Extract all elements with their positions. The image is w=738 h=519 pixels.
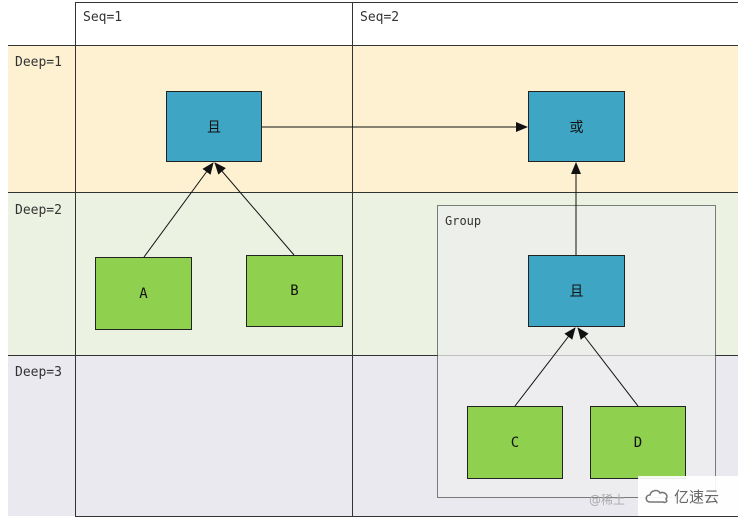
row-header-deep3: Deep=3	[15, 365, 62, 380]
and-node-top: 且	[166, 91, 262, 162]
grid-row2-line	[8, 355, 738, 356]
node-c: C	[467, 406, 563, 479]
arrow-b-to-and	[214, 162, 295, 256]
watermark-left: @稀土	[589, 493, 626, 507]
group-label: Group	[445, 214, 482, 228]
watermark-right: 亿速云	[638, 476, 738, 516]
and-node-group: 且	[528, 255, 625, 327]
grid-col-seq-line	[352, 2, 353, 517]
node-d: D	[590, 406, 686, 479]
column-header-seq2: Seq=2	[360, 10, 400, 25]
grid-col-label-line	[75, 2, 76, 517]
grid-row1-line	[8, 192, 738, 193]
grid-header-line	[8, 45, 738, 46]
grid-top-line	[75, 2, 738, 3]
node-b: B	[246, 255, 343, 327]
arrow-c-to-group-and	[514, 327, 576, 407]
grid-bottom-line	[75, 516, 738, 517]
watermark-right-text: 亿速云	[674, 487, 720, 506]
row-header-deep2: Deep=2	[15, 203, 62, 218]
row-header-deep1: Deep=1	[15, 55, 62, 70]
cloud-logo-icon	[645, 489, 668, 504]
or-node-top: 或	[528, 91, 625, 162]
arrow-a-to-and	[143, 162, 214, 258]
node-a: A	[95, 257, 192, 330]
column-header-seq1: Seq=1	[83, 10, 123, 25]
arrow-d-to-group-and	[577, 327, 639, 407]
